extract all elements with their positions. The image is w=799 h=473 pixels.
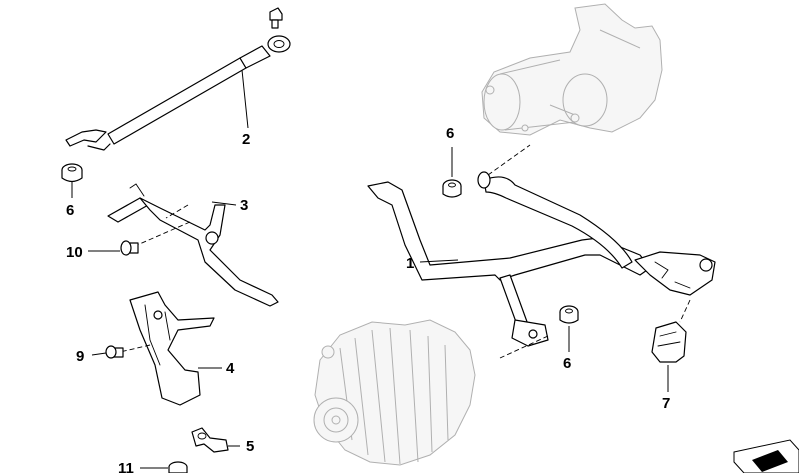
leader-lines — [71, 69, 669, 469]
callout-labels: 2 6 3 10 1 6 6 7 4 9 5 11 — [66, 125, 670, 473]
alternator — [313, 319, 476, 466]
callout-3: 3 — [240, 197, 248, 214]
callout-6-left: 6 — [66, 202, 74, 219]
part-9-screw — [105, 345, 124, 359]
part-5-clip — [191, 427, 229, 453]
catalog-arrow-icon — [733, 439, 799, 473]
part-6-nut-top — [442, 179, 462, 198]
callout-6-bottom: 6 — [563, 355, 571, 372]
callout-2: 2 — [242, 131, 250, 148]
callout-10: 10 — [66, 244, 83, 261]
starter-motor — [481, 3, 663, 136]
callout-6-top: 6 — [446, 125, 454, 142]
part-4-bracket — [119, 291, 215, 406]
callout-7: 7 — [662, 395, 670, 412]
part-6-nut-left — [61, 163, 83, 183]
callout-9: 9 — [76, 348, 84, 365]
callout-5: 5 — [246, 438, 254, 455]
part-10-screw — [120, 240, 139, 256]
part-7-terminal-cover — [651, 299, 691, 363]
part-2-cable-rod — [65, 7, 291, 151]
part-6-nut-bottom — [499, 305, 579, 359]
callout-11: 11 — [118, 460, 134, 473]
callout-4: 4 — [226, 360, 235, 377]
part-11-nut — [168, 461, 188, 473]
callout-1: 1 — [406, 255, 414, 272]
part-3-bracket — [107, 183, 279, 307]
part-1-cable-harness — [367, 144, 716, 347]
